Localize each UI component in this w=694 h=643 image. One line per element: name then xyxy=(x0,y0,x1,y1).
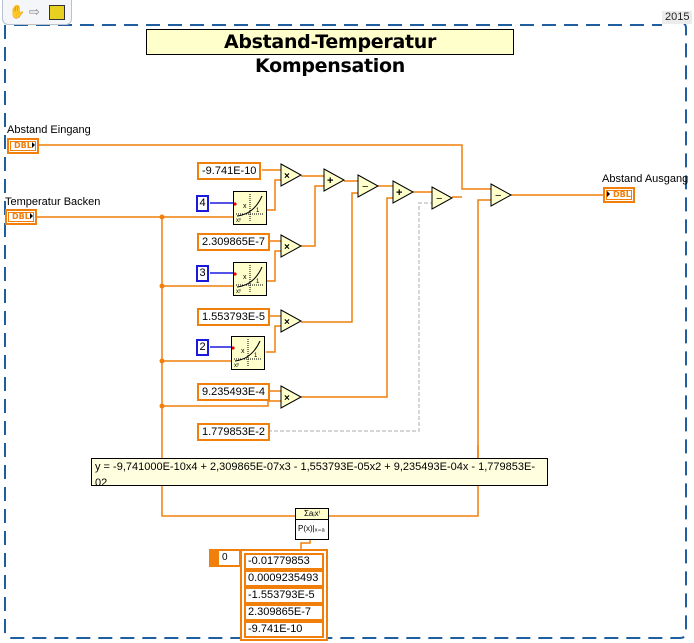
terminal-arrow-icon xyxy=(30,213,33,219)
svg-text:xʸ: xʸ xyxy=(234,363,239,369)
add-node[interactable]: + xyxy=(323,168,353,196)
power-function-icon: x xʸ 1 xyxy=(231,339,262,369)
constant-c2[interactable]: 1.553793E-5 xyxy=(197,308,270,326)
svg-text:1: 1 xyxy=(254,353,258,359)
array-index[interactable]: 0 xyxy=(209,549,241,567)
subtract-node[interactable]: − xyxy=(431,186,461,214)
array-element[interactable]: 2.309865E-7 xyxy=(244,604,324,621)
exponent-constant-2[interactable]: 2 xyxy=(196,339,209,356)
index-spinner-icon[interactable] xyxy=(211,551,219,565)
final-subtract-node[interactable]: − xyxy=(490,183,520,211)
constant-c0[interactable]: 1.779853E-2 xyxy=(197,423,270,441)
abstand-ausgang-label: Abstand Ausgang xyxy=(602,173,689,185)
operator-symbol: − xyxy=(362,181,368,193)
operator-symbol: × xyxy=(284,317,290,328)
svg-text:1: 1 xyxy=(256,208,260,214)
svg-text:xʸ: xʸ xyxy=(236,289,241,295)
svg-text:x: x xyxy=(243,274,247,281)
wire-temp-bus xyxy=(161,217,295,517)
power-function-x2[interactable]: x xʸ 1 xyxy=(231,336,265,370)
dbl-type-label: DBL xyxy=(613,190,631,199)
toolbar-tab: ✋ ⇨ xyxy=(2,0,72,25)
constant-c1[interactable]: 9.235493E-4 xyxy=(197,383,270,401)
coefficient-array: -0.01779853 0.0009235493 -1.553793E-5 2.… xyxy=(240,549,328,641)
hand-tool-icon[interactable]: ✋ xyxy=(9,4,26,19)
exponent-constant-3[interactable]: 3 xyxy=(196,265,209,282)
arrow-tool-icon[interactable]: ⇨ xyxy=(29,4,40,19)
svg-text:xʸ: xʸ xyxy=(236,218,241,224)
power-function-icon: x xʸ 1 xyxy=(233,194,264,224)
constant-c4[interactable]: -9.741E-10 xyxy=(197,162,262,180)
wire-junction xyxy=(159,214,165,220)
operator-symbol: − xyxy=(436,193,442,205)
operator-symbol: × xyxy=(284,171,290,182)
svg-text:x: x xyxy=(241,348,245,355)
wire-abstand-eingang xyxy=(36,144,491,190)
wire-junction xyxy=(159,283,165,289)
abstand-eingang-label: Abstand Eingang xyxy=(7,124,91,136)
power-function-x3[interactable]: x xʸ 1 xyxy=(233,262,267,296)
multiply-node[interactable]: × xyxy=(280,309,310,337)
array-element[interactable]: -0.01779853 xyxy=(244,553,324,570)
svg-text:1: 1 xyxy=(256,279,260,285)
array-index-value: 0 xyxy=(222,552,228,563)
add-node[interactable]: + xyxy=(392,180,422,208)
array-element[interactable]: -1.553793E-5 xyxy=(244,587,324,604)
multiply-node[interactable]: × xyxy=(280,234,310,262)
structure-border xyxy=(4,21,687,639)
operator-symbol: × xyxy=(284,242,290,253)
wire-junction xyxy=(159,403,165,409)
operator-symbol: + xyxy=(327,175,333,187)
exponent-constant-4[interactable]: 4 xyxy=(196,195,209,212)
svg-text:x: x xyxy=(243,203,247,210)
terminal-arrow-icon xyxy=(32,142,35,148)
operator-symbol: × xyxy=(284,393,290,404)
abstand-ausgang-terminal[interactable]: DBL xyxy=(603,187,635,203)
multiply-node[interactable]: × xyxy=(280,385,310,413)
dbl-type-label: DBL xyxy=(12,212,30,221)
vi-icon[interactable] xyxy=(49,5,65,20)
constant-c3[interactable]: 2.309865E-7 xyxy=(197,233,270,251)
polynomial-evaluation-node[interactable]: Σaᵢxⁱ P(x)|ₓ₌ₐ xyxy=(295,508,329,540)
array-element[interactable]: -9.741E-10 xyxy=(244,621,324,638)
multiply-node[interactable]: × xyxy=(280,163,310,191)
array-element[interactable]: 0.0009235493 xyxy=(244,570,324,587)
dbl-type-label: DBL xyxy=(14,141,32,150)
wire-junction xyxy=(159,358,165,364)
operator-symbol: − xyxy=(495,190,501,202)
abstand-eingang-terminal[interactable]: DBL xyxy=(7,138,39,154)
subtract-node[interactable]: − xyxy=(357,174,387,202)
poly-eval-bottom-label: P(x)|ₓ₌ₐ xyxy=(298,524,325,533)
power-function-icon: x xʸ 1 xyxy=(233,265,264,295)
power-function-x4[interactable]: x xʸ 1 xyxy=(233,191,267,225)
version-badge: 2015 xyxy=(662,11,693,24)
temperatur-backen-terminal[interactable]: DBL xyxy=(5,209,37,225)
temperatur-backen-label: Temperatur Backen xyxy=(5,196,101,208)
formula-comment: y = -9,741000E-10x4 + 2,309865E-07x3 - 1… xyxy=(91,458,548,489)
diagram-title: Abstand-Temperatur Kompensation xyxy=(146,29,514,77)
terminal-arrow-icon xyxy=(607,191,610,197)
poly-eval-top-label: Σaᵢxⁱ xyxy=(296,509,328,520)
operator-symbol: + xyxy=(396,187,402,199)
